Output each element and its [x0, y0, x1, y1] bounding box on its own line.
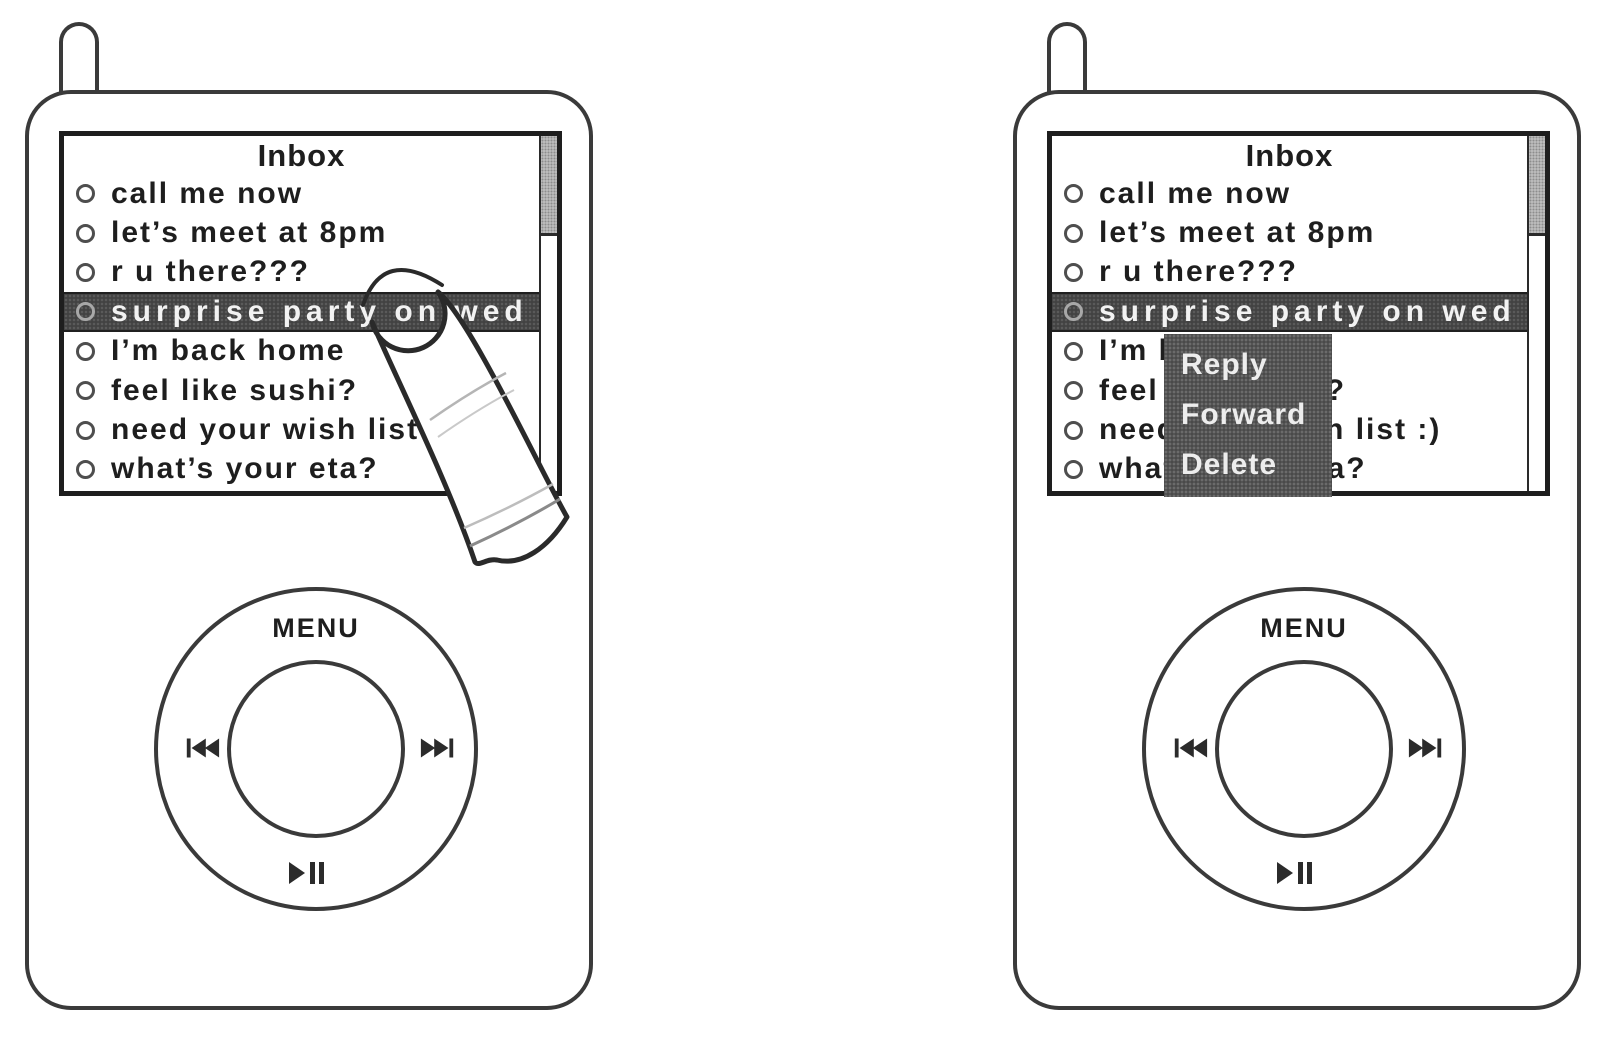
inbox-item-label: I’m back home [111, 334, 346, 368]
inbox-item[interactable]: what’s your eta? [64, 450, 539, 489]
inbox-screen: Inbox call me now let’s meet at 8pm r u th… [1047, 131, 1550, 496]
inbox-item-label: let’s meet at 8pm [1099, 216, 1376, 250]
context-menu-item-reply[interactable]: Reply [1181, 348, 1268, 381]
inbox-item[interactable]: need your wish list :) [64, 410, 539, 449]
message-bullet-icon [1064, 184, 1083, 204]
inbox-item-selected[interactable]: surprise party on wed [1052, 292, 1527, 332]
message-bullet-icon [1064, 302, 1083, 322]
inbox-item[interactable]: call me now [64, 174, 539, 213]
message-bullet-icon [1064, 262, 1083, 282]
select-button[interactable] [1215, 660, 1393, 838]
message-bullet-icon [76, 381, 95, 401]
scrollbar[interactable] [1527, 136, 1545, 491]
screen-title: Inbox [1245, 138, 1334, 173]
play-pause-icon[interactable] [1274, 859, 1314, 887]
select-button[interactable] [227, 660, 405, 838]
inbox-item-label: r u there??? [1099, 255, 1299, 289]
click-wheel[interactable]: MENU [154, 587, 478, 911]
inbox-item[interactable]: feel like sushi? [64, 371, 539, 410]
inbox-item[interactable]: let’s meet at 8pm [1052, 213, 1527, 252]
inbox-item-label: what’s your eta? [111, 452, 379, 486]
inbox-item-label: surprise party on wed [1099, 294, 1516, 328]
message-bullet-icon [76, 184, 95, 204]
message-bullet-icon [1064, 381, 1083, 401]
message-bullet-icon [76, 341, 95, 361]
previous-track-icon[interactable] [1171, 734, 1209, 762]
inbox-item-label: call me now [1099, 176, 1292, 210]
click-wheel[interactable]: MENU [1142, 587, 1466, 911]
message-bullet-icon [1064, 420, 1083, 440]
pointing-finger-illustration [361, 268, 570, 566]
media-player-device-left: Inbox call me now let’s meet at 8pm r u th… [25, 22, 593, 1010]
message-bullet-icon [1064, 341, 1083, 361]
screen-title: Inbox [257, 138, 346, 173]
inbox-item[interactable]: let’s meet at 8pm [64, 213, 539, 252]
inbox-item[interactable]: r u there??? [1052, 253, 1527, 292]
next-track-icon[interactable] [1407, 734, 1445, 762]
previous-track-icon[interactable] [183, 734, 221, 762]
message-bullet-icon [76, 223, 95, 243]
scrollbar-thumb[interactable] [541, 136, 557, 236]
device-body: Inbox call me now let’s meet at 8pm r u th… [1013, 90, 1581, 1010]
play-pause-icon[interactable] [286, 859, 326, 887]
inbox-item-label: r u there??? [111, 255, 311, 289]
message-bullet-icon [76, 302, 95, 322]
message-bullet-icon [1064, 223, 1083, 243]
inbox-item[interactable]: call me now [1052, 174, 1527, 213]
context-menu-item-forward[interactable]: Forward [1181, 398, 1307, 431]
next-track-icon[interactable] [419, 734, 457, 762]
inbox-item[interactable]: r u there??? [64, 253, 539, 292]
context-menu-item-delete[interactable]: Delete [1181, 448, 1278, 481]
inbox-item-label: call me now [111, 176, 304, 210]
inbox-item-label: need your wish list :) [111, 413, 454, 447]
inbox-item[interactable]: I’m back home [64, 332, 539, 371]
inbox-list: call me now let’s meet at 8pm r u there???… [1052, 174, 1527, 489]
message-bullet-icon [1064, 459, 1083, 479]
message-bullet-icon [76, 420, 95, 440]
inbox-item-label: feel like sushi? [111, 373, 359, 407]
inbox-item-label: let’s meet at 8pm [111, 216, 388, 250]
scrollbar[interactable] [539, 136, 557, 491]
menu-button[interactable]: MENU [1260, 613, 1348, 643]
message-bullet-icon [76, 459, 95, 479]
media-player-device-right: Inbox call me now let’s meet at 8pm r u th… [1013, 22, 1581, 1010]
message-bullet-icon [76, 262, 95, 282]
scrollbar-thumb[interactable] [1529, 136, 1545, 236]
menu-button[interactable]: MENU [272, 613, 360, 643]
